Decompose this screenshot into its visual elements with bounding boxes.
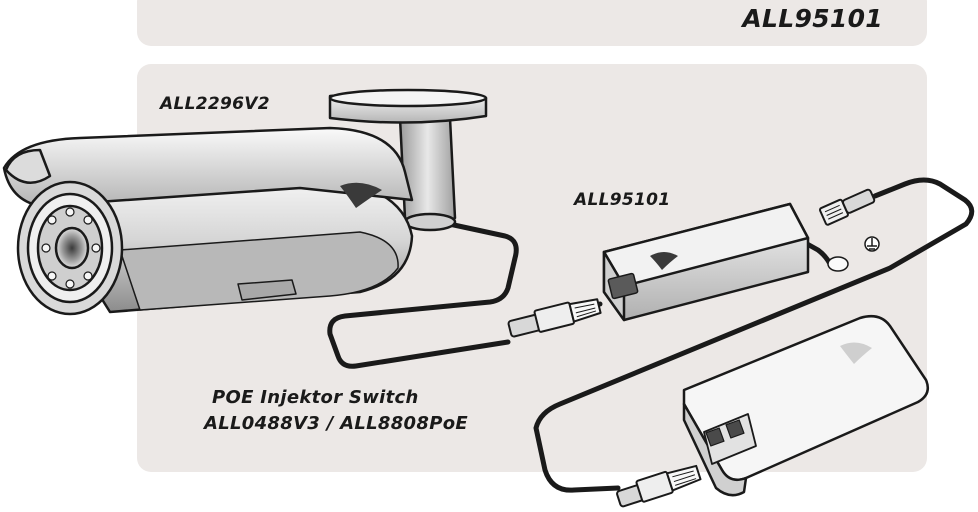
- header-model-label: ALL95101: [742, 4, 883, 33]
- ground-icon: [827, 236, 880, 272]
- poe-splitter-icon: [602, 202, 810, 322]
- poe-switch-title: POE Injektor Switch: [212, 387, 419, 408]
- header-panel: [137, 0, 927, 46]
- camera-model-label: ALL2296V2: [160, 94, 270, 114]
- camera-icon: [2, 88, 488, 316]
- rj45-plug-icon: [507, 188, 876, 508]
- poe-switch-models: ALL0488V3 / ALL8808PoE: [204, 413, 468, 434]
- poe-switch-icon: [682, 315, 929, 497]
- splitter-model-label: ALL95101: [574, 190, 671, 210]
